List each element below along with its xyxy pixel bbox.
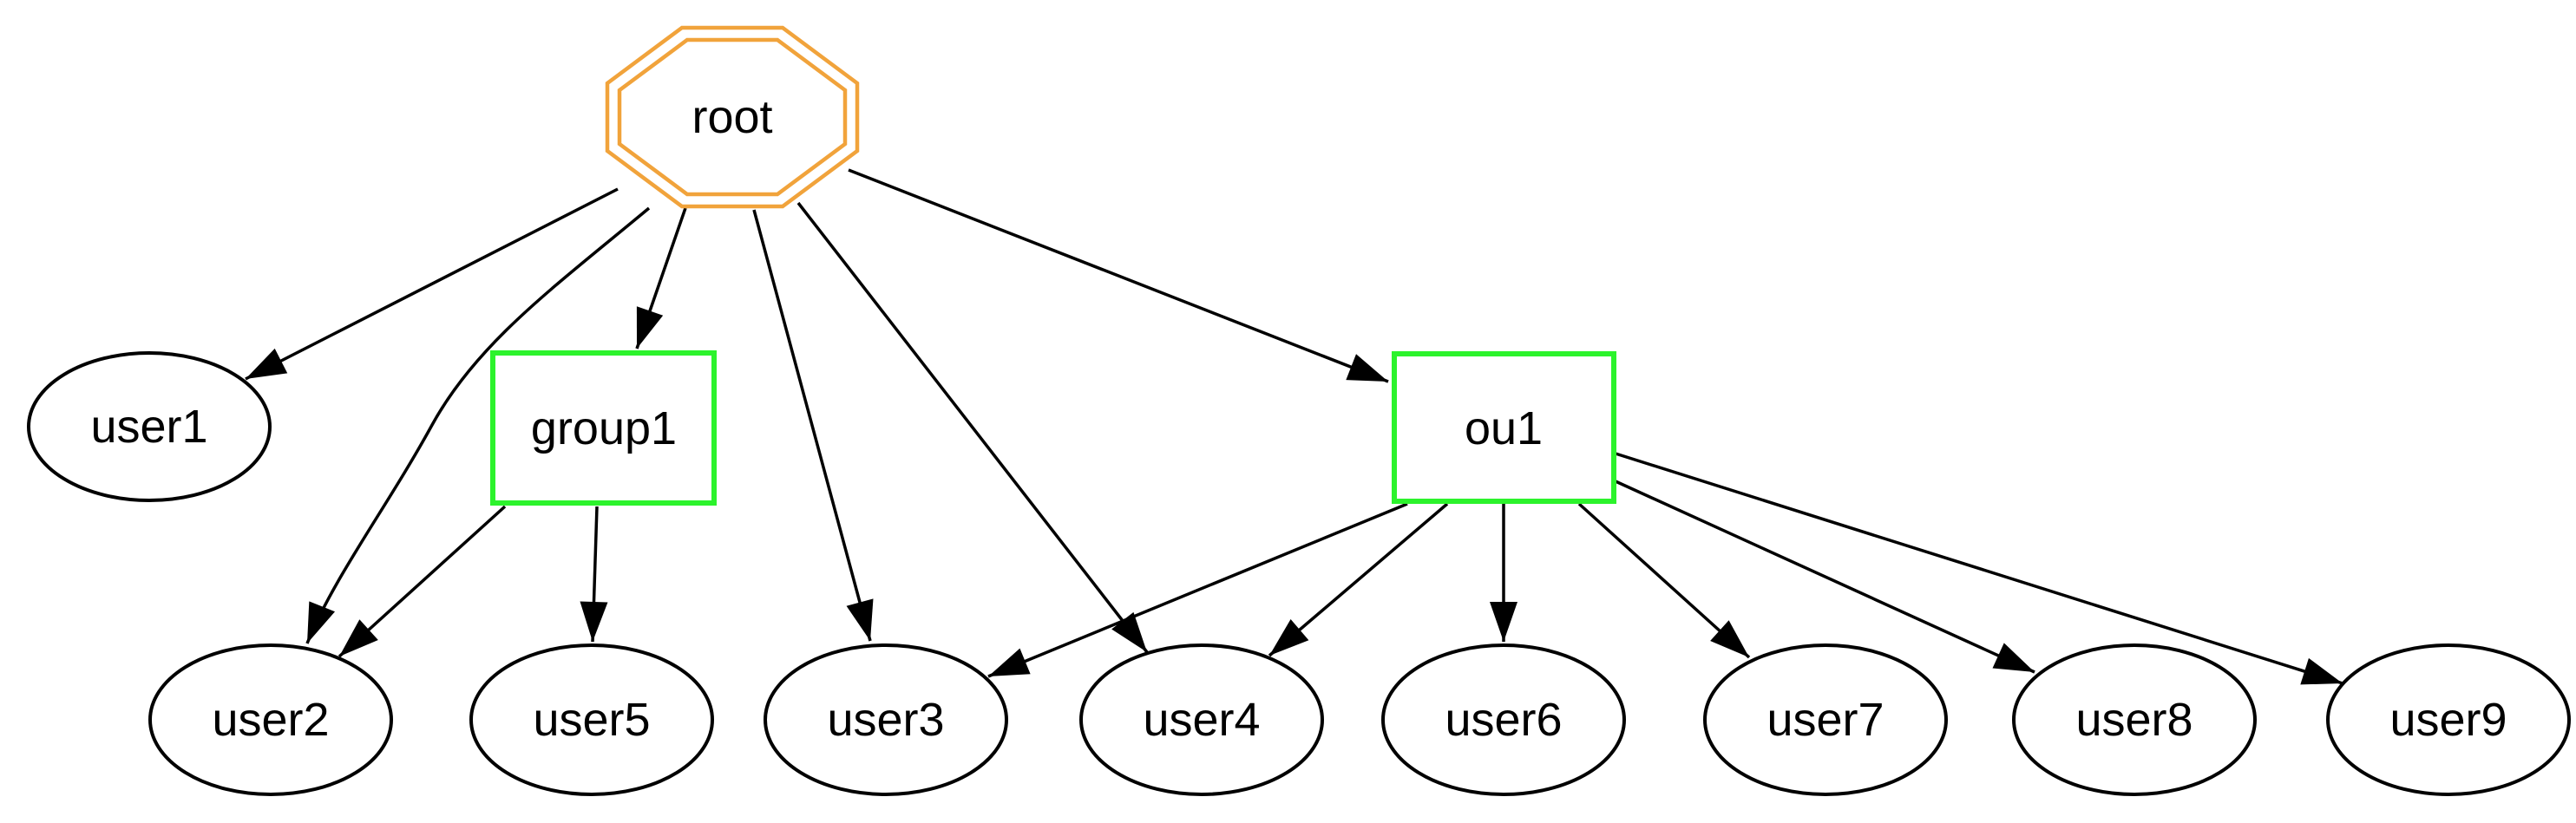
edge-group1-user2 [338, 505, 507, 658]
root-octagon-inner [617, 37, 848, 197]
edge-root-user4 [796, 201, 1149, 654]
edge-group1-user5 [580, 506, 608, 643]
edge-ou1-user3 [987, 502, 1408, 678]
user5-ellipse [469, 643, 714, 796]
user7-ellipse [1703, 643, 1948, 796]
node-label-user6: user6 [1445, 694, 1562, 746]
edge-root-user3 [752, 209, 874, 642]
node-user8[interactable]: user8 [2012, 643, 2257, 796]
node-user3[interactable]: user3 [764, 643, 1008, 796]
edge-root-user1 [245, 187, 619, 381]
edge-ou1-user4 [1268, 502, 1449, 657]
edges-layer [245, 168, 2343, 685]
node-label-root: root [692, 91, 772, 143]
node-label-user9: user9 [2389, 694, 2507, 746]
node-label-user3: user3 [827, 694, 944, 746]
user2-ellipse [148, 643, 393, 796]
node-user6[interactable]: user6 [1381, 643, 1626, 796]
node-label-user8: user8 [2075, 694, 2193, 746]
node-label-user7: user7 [1766, 694, 1884, 746]
node-label-user4: user4 [1143, 694, 1260, 746]
root-octagon-outer [605, 25, 860, 209]
edge-ou1-user7 [1577, 502, 1751, 659]
user4-ellipse [1079, 643, 1324, 796]
edge-ou1-user8 [1615, 480, 2035, 674]
node-label-user2: user2 [212, 694, 329, 746]
node-label-ou1: ou1 [1465, 402, 1543, 454]
root-octagon-fill [607, 28, 857, 206]
ou1-box [1392, 351, 1616, 504]
user9-ellipse [2326, 643, 2571, 796]
edge-root-ou1 [848, 168, 1389, 383]
group1-box [490, 350, 717, 506]
edge-ou1-user9 [1615, 452, 2343, 685]
node-label-user5: user5 [533, 694, 650, 746]
node-group1[interactable]: group1 [490, 350, 717, 506]
node-user5[interactable]: user5 [469, 643, 714, 796]
edge-root-group1 [635, 207, 687, 349]
node-user4[interactable]: user4 [1079, 643, 1324, 796]
edge-root-user2 [305, 206, 651, 644]
node-user2[interactable]: user2 [148, 643, 393, 796]
node-user7[interactable]: user7 [1703, 643, 1948, 796]
node-root[interactable]: root [605, 25, 860, 209]
node-ou1[interactable]: ou1 [1392, 351, 1616, 504]
node-user9[interactable]: user9 [2326, 643, 2571, 796]
user3-ellipse [764, 643, 1008, 796]
user1-ellipse [27, 351, 272, 502]
user6-ellipse [1381, 643, 1626, 796]
node-label-group1: group1 [531, 402, 677, 454]
user8-ellipse [2012, 643, 2257, 796]
node-user1[interactable]: user1 [27, 351, 272, 502]
node-label-user1: user1 [90, 401, 207, 453]
